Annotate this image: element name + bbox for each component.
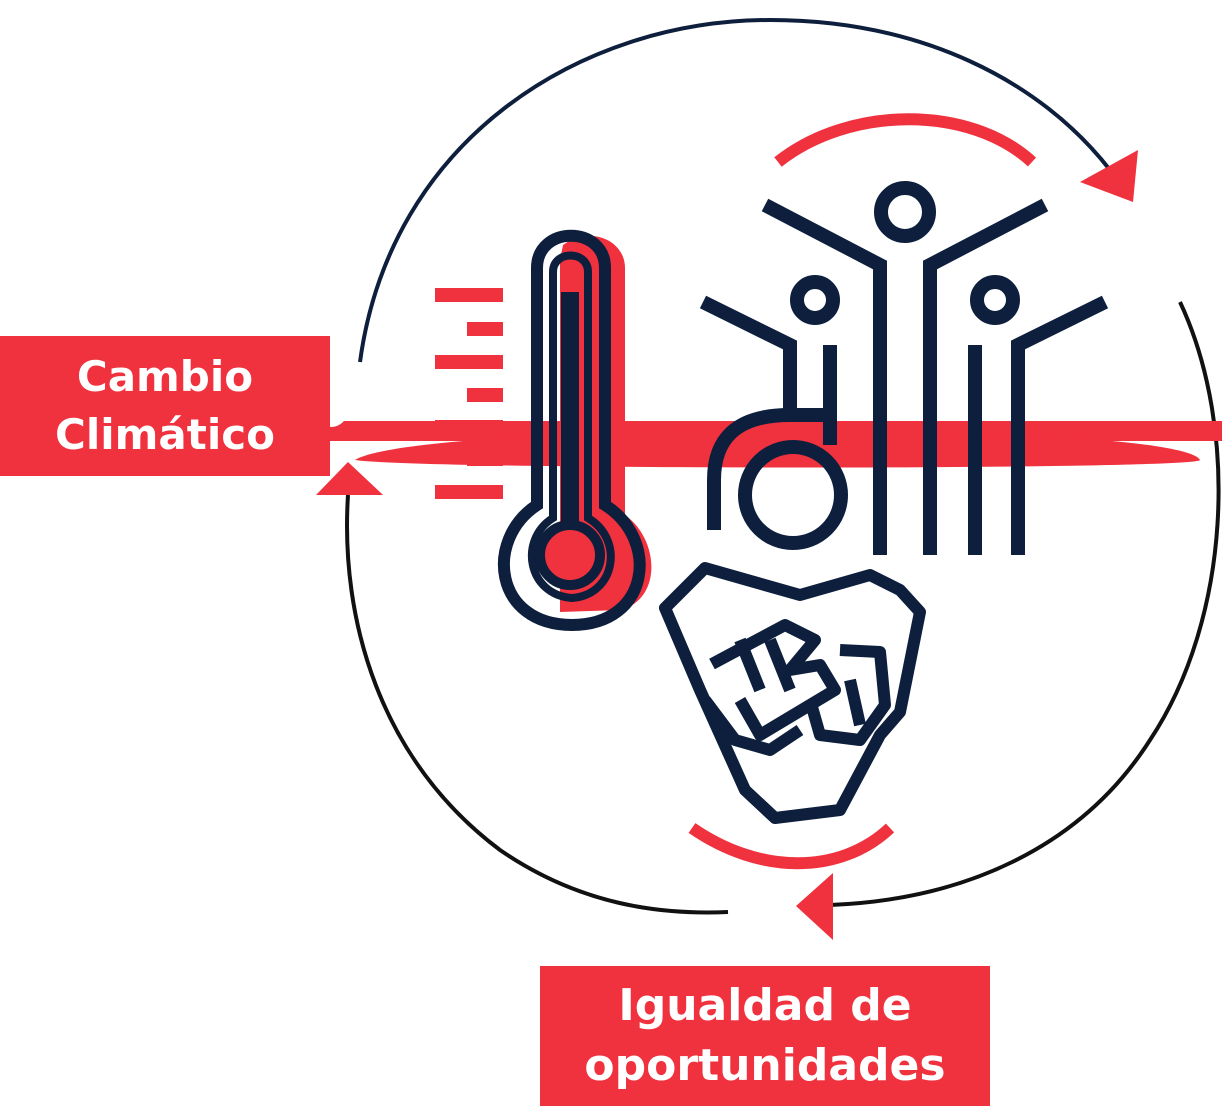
wheelchair-user-icon	[707, 408, 848, 550]
equal-opportunities-label-line2: oportunidades	[584, 1040, 946, 1091]
person-right-head	[970, 275, 1020, 325]
equal-opportunities-label: Igualdad de oportunidades	[540, 966, 990, 1106]
arc-accent-top	[774, 113, 1037, 167]
climate-change-label-line1: Cambio	[76, 352, 254, 401]
climate-change-label-line2: Climático	[55, 410, 275, 459]
thermometer-scale-ticks	[435, 288, 503, 499]
arc-accent-bottom	[688, 823, 895, 870]
equal-opportunities-label-line1: Igualdad de	[618, 980, 912, 1031]
cycle-arc-left	[345, 494, 729, 915]
arrowhead-left	[316, 462, 383, 495]
climate-change-label: Cambio Climático	[0, 336, 330, 476]
joined-hands-heart-icon	[659, 562, 926, 824]
cycle-arrowheads	[316, 150, 1138, 940]
person-center-head	[874, 181, 936, 243]
arrowhead-top-right	[1080, 150, 1138, 202]
person-left-head	[790, 275, 840, 325]
people-community-icon	[699, 181, 1109, 555]
arrowhead-bottom	[796, 873, 833, 940]
thermometer-icon	[435, 229, 652, 632]
cycle-arc-top	[358, 17, 1112, 363]
